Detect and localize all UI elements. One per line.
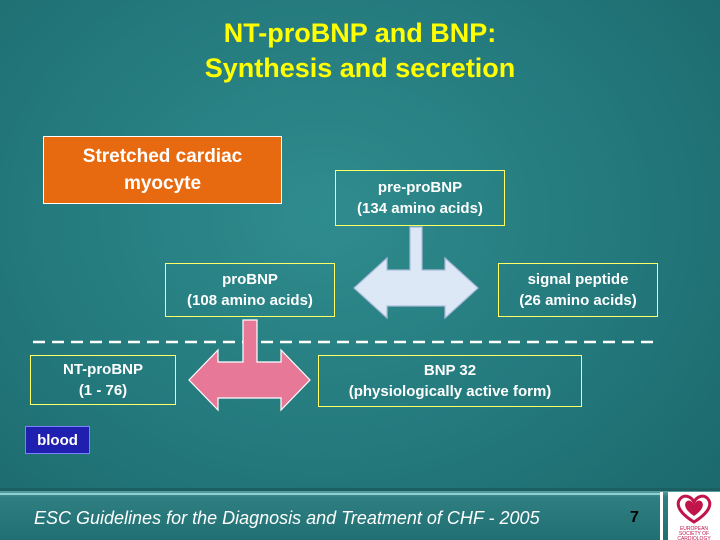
title-line-2: Synthesis and secretion (204, 53, 516, 83)
page-number: 7 (630, 509, 639, 526)
nt-probnp-box: NT-proBNP (1 - 76) (30, 355, 176, 405)
lower-split-arrow (188, 319, 311, 412)
logo-text: EUROPEAN SOCIETY OF CARDIOLOGY (677, 526, 711, 540)
probnp-box: proBNP (108 amino acids) (165, 263, 335, 317)
myocyte-line-2: myocyte (123, 173, 202, 194)
upper-split-arrow (353, 226, 479, 320)
heart-icon (676, 494, 712, 524)
nt-probnp-line-1: NT-proBNP (63, 361, 143, 378)
bnp32-line-2: (physiologically active form) (348, 383, 552, 400)
signal-peptide-line-2: (26 amino acids) (519, 292, 637, 309)
probnp-line-1: proBNP (222, 271, 278, 288)
pre-probnp-box: pre-proBNP (134 amino acids) (335, 170, 505, 226)
pre-probnp-line-2: (134 amino acids) (357, 200, 483, 217)
footer-text: ESC Guidelines for the Diagnosis and Tre… (34, 508, 540, 528)
page-separator (660, 492, 663, 540)
bnp32-box: BNP 32 (physiologically active form) (318, 355, 582, 407)
slide-title: NT-proBNP and BNP: Synthesis and secreti… (0, 16, 720, 86)
pre-probnp-line-1: pre-proBNP (377, 179, 463, 196)
probnp-line-2: (108 amino acids) (187, 292, 313, 309)
esc-logo: EUROPEAN SOCIETY OF CARDIOLOGY (668, 492, 720, 540)
myocyte-box: Stretched cardiac myocyte (43, 136, 282, 204)
bnp32-line-1: BNP 32 (423, 362, 477, 379)
blood-label: blood (25, 426, 90, 454)
signal-peptide-line-1: signal peptide (527, 271, 629, 288)
footer-band (0, 488, 720, 540)
title-line-1: NT-proBNP and BNP: (223, 18, 497, 48)
footer-divider (0, 493, 660, 495)
nt-probnp-line-2: (1 - 76) (78, 382, 128, 399)
signal-peptide-box: signal peptide (26 amino acids) (498, 263, 658, 317)
myocyte-line-1: Stretched cardiac (82, 146, 243, 167)
